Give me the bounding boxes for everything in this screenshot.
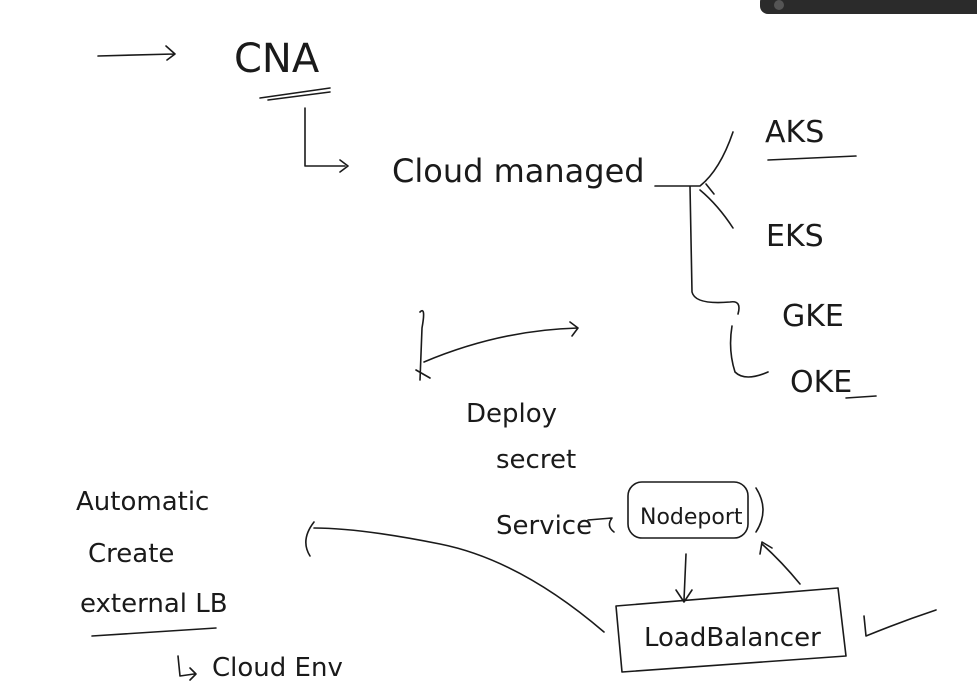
title-text: CNA: [234, 36, 320, 82]
nodeport-label: Nodeport: [640, 505, 743, 530]
loadbalancer-up-arrow: [759, 541, 801, 585]
loadbalancer-to-note-curve: [305, 521, 605, 633]
cloud-managed-label: Cloud managed: [392, 152, 645, 190]
provider-eks: EKS: [766, 219, 824, 254]
loadbalancer-label: LoadBalancer: [644, 623, 821, 653]
branch-connector: [304, 107, 349, 173]
axis-arrow: [415, 309, 579, 381]
intro-arrow: [97, 45, 176, 61]
step-service: Service: [496, 511, 592, 541]
note-sub-label: Cloud Env: [212, 653, 343, 683]
note-underline: [91, 627, 217, 637]
title-underline: [259, 87, 331, 101]
overlay-toolbar: [760, 0, 977, 14]
aks-underline: [767, 155, 857, 161]
provider-gke: GKE: [782, 299, 844, 334]
note-line-2: Create: [88, 539, 174, 569]
provider-aks: AKS: [765, 115, 824, 150]
oke-underline: [845, 395, 877, 399]
provider-fork: [654, 131, 769, 378]
nodeport-box: [627, 481, 749, 539]
loadbalancer-tick: [863, 609, 937, 637]
loadbalancer-box: [615, 587, 847, 673]
provider-fork-tick: [705, 183, 715, 195]
provider-oke: OKE: [790, 365, 852, 400]
nodeport-paren-right: [755, 487, 764, 533]
note-sub-arrow: [177, 655, 197, 681]
step-deploy: Deploy: [466, 399, 557, 429]
step-secret: secret: [496, 445, 576, 475]
nodeport-down-arrow: [675, 553, 693, 603]
note-line-1: Automatic: [76, 487, 209, 517]
service-to-nodeport-dash: [587, 517, 615, 533]
toolbar-dot-icon: [774, 0, 784, 10]
note-line-3: external LB: [80, 589, 228, 619]
